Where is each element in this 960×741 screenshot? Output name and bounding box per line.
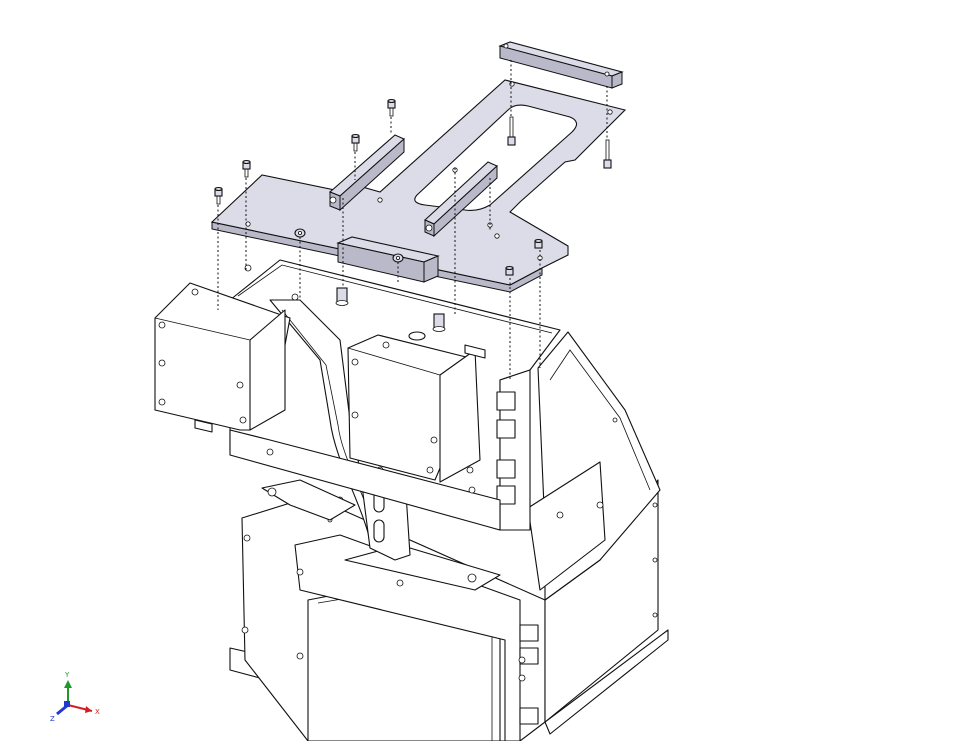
screw-4 bbox=[387, 98, 396, 117]
rail-bar-left bbox=[328, 134, 406, 212]
y-axis-label: Y bbox=[64, 671, 70, 679]
screw-2 bbox=[242, 159, 251, 178]
x-axis-arrowhead bbox=[85, 706, 92, 713]
z-axis-label: Z bbox=[50, 715, 55, 723]
screw-8 bbox=[505, 265, 514, 276]
x-axis-label: X bbox=[95, 708, 100, 716]
screw-3 bbox=[351, 133, 360, 152]
washer-1 bbox=[294, 228, 306, 238]
explode-lines bbox=[217, 60, 608, 380]
triad-origin bbox=[64, 701, 70, 707]
screw-1 bbox=[214, 186, 223, 205]
top-handle-bar bbox=[498, 41, 624, 89]
screw-6 bbox=[603, 139, 612, 169]
standoff-left bbox=[335, 287, 349, 306]
washer-2 bbox=[392, 253, 404, 263]
y-axis-arrowhead bbox=[64, 680, 72, 688]
rail-bar-right bbox=[424, 161, 498, 238]
lower-housing bbox=[229, 479, 669, 741]
upper-housing bbox=[154, 259, 661, 601]
standoffs bbox=[335, 287, 446, 332]
screw-5 bbox=[507, 116, 516, 146]
screws bbox=[214, 98, 612, 276]
coordinate-triad: X Y Z bbox=[50, 671, 100, 723]
standoff-center bbox=[432, 313, 446, 332]
screw-7 bbox=[534, 238, 543, 249]
